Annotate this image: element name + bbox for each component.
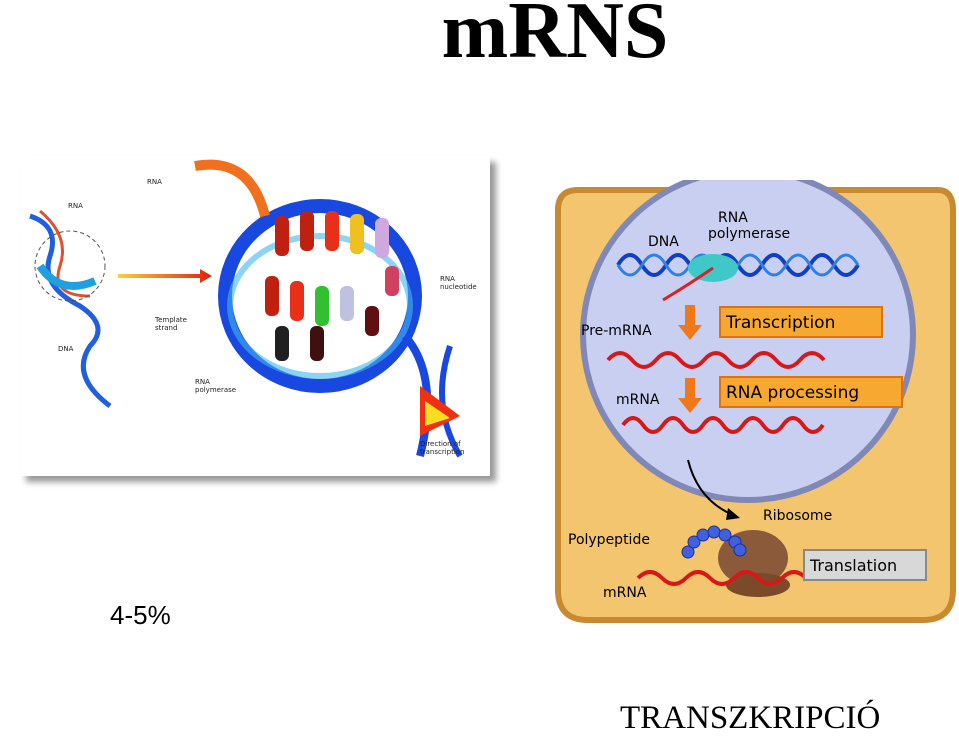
step-transcription-label: Transcription: [725, 313, 835, 333]
step-transcription: Transcription: [719, 306, 883, 338]
label-template-strand: Template: [154, 316, 187, 324]
pre-mrna-strand: [606, 351, 826, 369]
mrna-cytoplasm: [636, 570, 808, 586]
label-mrna-nucleus: mRNA: [616, 392, 660, 408]
step-rna-processing-label: RNA processing: [726, 383, 859, 403]
mrna-strand: [621, 416, 825, 434]
label-pre-mrna: Pre-mRNA: [581, 323, 652, 339]
step-translation: Translation: [803, 549, 927, 581]
label-ribosome: Ribosome: [763, 508, 832, 524]
label-dna: DNA: [648, 234, 679, 250]
label-rna-nucleotide: RNA: [440, 275, 455, 283]
arrow: [118, 269, 212, 283]
label-mrna-cytoplasm: mRNA: [603, 585, 647, 601]
label-polypeptide: Polypeptide: [568, 532, 650, 548]
footer-caption: TRANSZKRIPCIÓ: [620, 700, 881, 736]
slide-title: mRNS: [441, 0, 669, 75]
cell-transcription-diagram: DNA RNA polymerase Pre-mRNA mRNA Ribosom…: [548, 167, 959, 630]
label-rna-small: RNA: [68, 202, 83, 210]
label-rna-polymerase-2: polymerase: [195, 386, 236, 394]
label-rna-polymerase-2: polymerase: [708, 226, 790, 242]
step-translation-label: Translation: [809, 556, 897, 575]
label-rna-polymerase: RNA: [718, 210, 748, 226]
label-rna-nucleotide-2: nucleotide: [440, 283, 477, 291]
label-rna-top: RNA: [147, 178, 162, 186]
polypeptide-chain: [681, 525, 747, 559]
small-dna-helix: [29, 209, 112, 408]
percentage-label: 4-5%: [110, 600, 171, 630]
step-rna-processing: RNA processing: [719, 376, 903, 408]
label-rna-polymerase: RNA: [195, 378, 210, 386]
label-template-strand-2: strand: [155, 324, 177, 332]
dna-transcription-illustration: RNA DNA RNA Template strand RNA polymera…: [20, 156, 490, 476]
label-direction: Direction of: [420, 440, 461, 448]
label-dna: DNA: [58, 345, 74, 353]
large-dna-helix: [194, 159, 463, 458]
label-direction-2: transcription: [420, 448, 465, 456]
